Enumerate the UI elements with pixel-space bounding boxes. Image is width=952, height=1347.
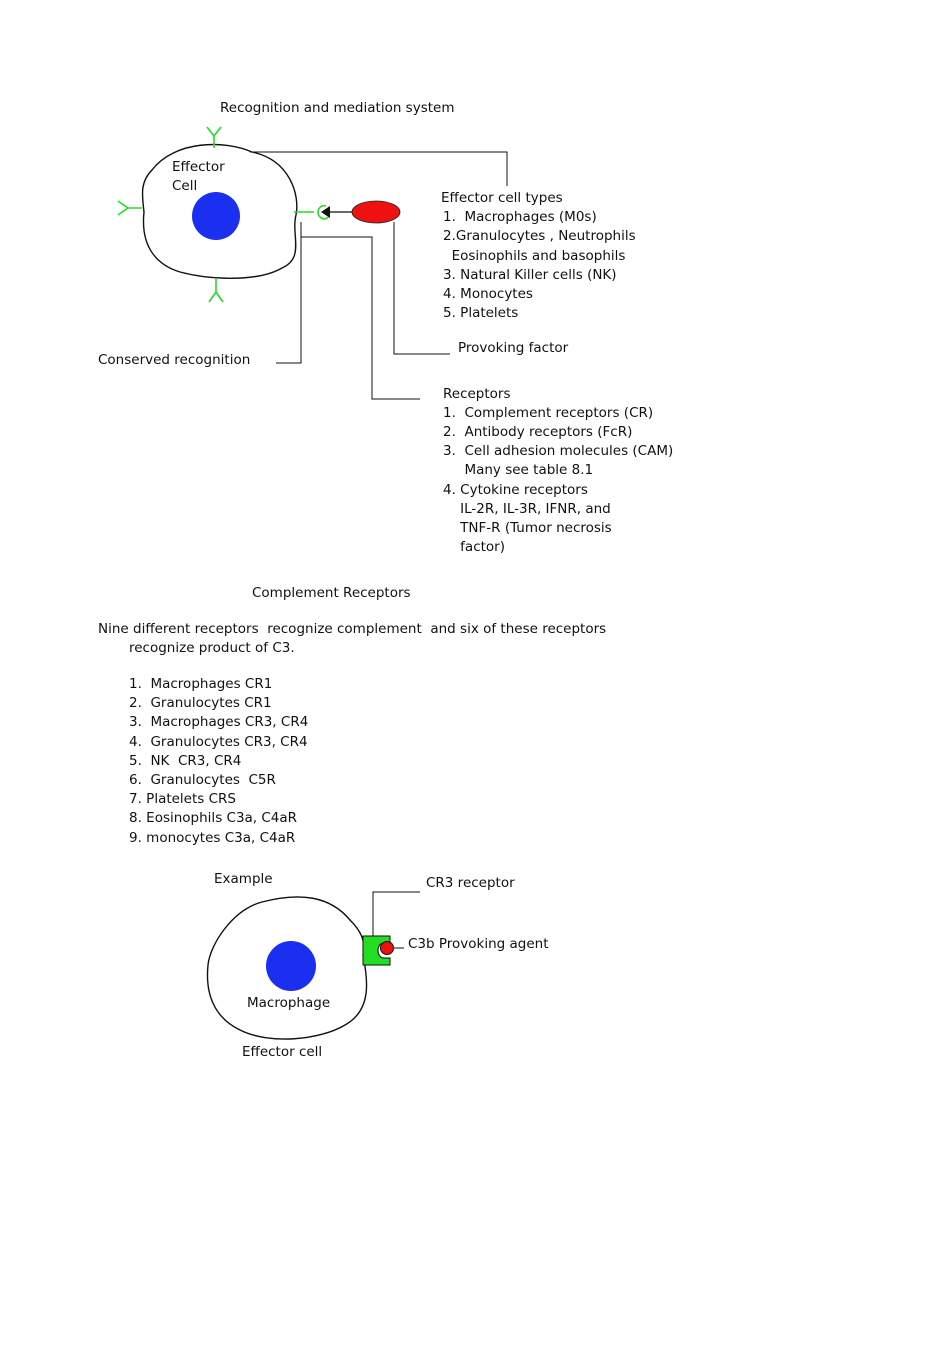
receptor-bottom-icon (208, 278, 224, 303)
receptor-item: 4. Cytokine receptors (443, 482, 588, 498)
effector-types-leader (250, 151, 508, 186)
receptor-item: IL-2R, IL-3R, IFNR, and (443, 501, 611, 517)
receptor-item: 2. Antibody receptors (FcR) (443, 424, 633, 440)
receptor-right-icon (294, 204, 329, 220)
effector-cell-nucleus (192, 192, 240, 240)
effector-cell-membrane (141, 143, 298, 279)
provoking-factor-shape (351, 200, 401, 224)
provoking-factor-label: Provoking factor (458, 340, 569, 356)
complement-item: 2. Granulocytes CR1 (129, 695, 272, 711)
complement-item: 1. Macrophages CR1 (129, 676, 273, 692)
binding-arrowhead (321, 206, 330, 218)
effector-types-item: Eosinophils and basophils (443, 248, 626, 264)
macrophage-nucleus (266, 941, 316, 991)
effector-types-item: 3. Natural Killer cells (NK) (443, 267, 617, 283)
conserved-recognition-leader (276, 222, 302, 364)
receptors-heading: Receptors (443, 386, 511, 402)
effector-types-item: 1. Macrophages (M0s) (443, 209, 597, 225)
complement-item: 8. Eosinophils C3a, C4aR (129, 810, 298, 826)
receptor-item: 3. Cell adhesion molecules (CAM) (443, 443, 674, 459)
c3b-agent-icon (380, 941, 394, 955)
complement-item: 7. Platelets CRS (129, 791, 236, 807)
complement-item: 9. monocytes C3a, C4aR (129, 830, 296, 846)
effector-cell-caption: Effector cell (242, 1044, 323, 1060)
conserved-recognition-label: Conserved recognition (98, 352, 251, 368)
c3b-agent-label: C3b Provoking agent (408, 936, 549, 952)
complement-item: 5. NK CR3, CR4 (129, 753, 242, 769)
receptor-item: 1. Complement receptors (CR) (443, 405, 654, 421)
complement-item: 6. Granulocytes C5R (129, 772, 276, 788)
complement-heading: Complement Receptors (252, 585, 411, 601)
complement-intro-line2: recognize product of C3. (129, 640, 295, 656)
complement-item: 4. Granulocytes CR3, CR4 (129, 734, 308, 750)
receptors-leader (301, 236, 420, 400)
effector-types-item: 5. Platelets (443, 305, 519, 321)
receptor-left-icon (117, 200, 142, 216)
complement-item: 3. Macrophages CR3, CR4 (129, 714, 309, 730)
effector-types-item: 4. Monocytes (443, 286, 533, 302)
receptor-top-icon (206, 126, 222, 148)
macrophage-label: Macrophage (247, 995, 331, 1011)
cr3-receptor-leader (372, 891, 420, 936)
example-label: Example (214, 871, 273, 887)
cell-label-line2: Cell (172, 178, 198, 194)
cr3-receptor-label: CR3 receptor (426, 875, 515, 891)
cell-label-line1: Effector (172, 159, 225, 175)
effector-types-heading: Effector cell types (441, 190, 563, 206)
diagram-title: Recognition and mediation system (220, 100, 455, 116)
complement-intro-line1: Nine different receptors recognize compl… (98, 621, 607, 637)
macrophage-membrane (206, 896, 368, 1040)
receptor-item: Many see table 8.1 (443, 462, 594, 478)
receptor-item: factor) (443, 539, 505, 555)
effector-types-item: 2.Granulocytes , Neutrophils (443, 228, 636, 244)
provoking-factor-leader (393, 222, 450, 355)
receptor-item: TNF-R (Tumor necrosis (443, 520, 612, 536)
